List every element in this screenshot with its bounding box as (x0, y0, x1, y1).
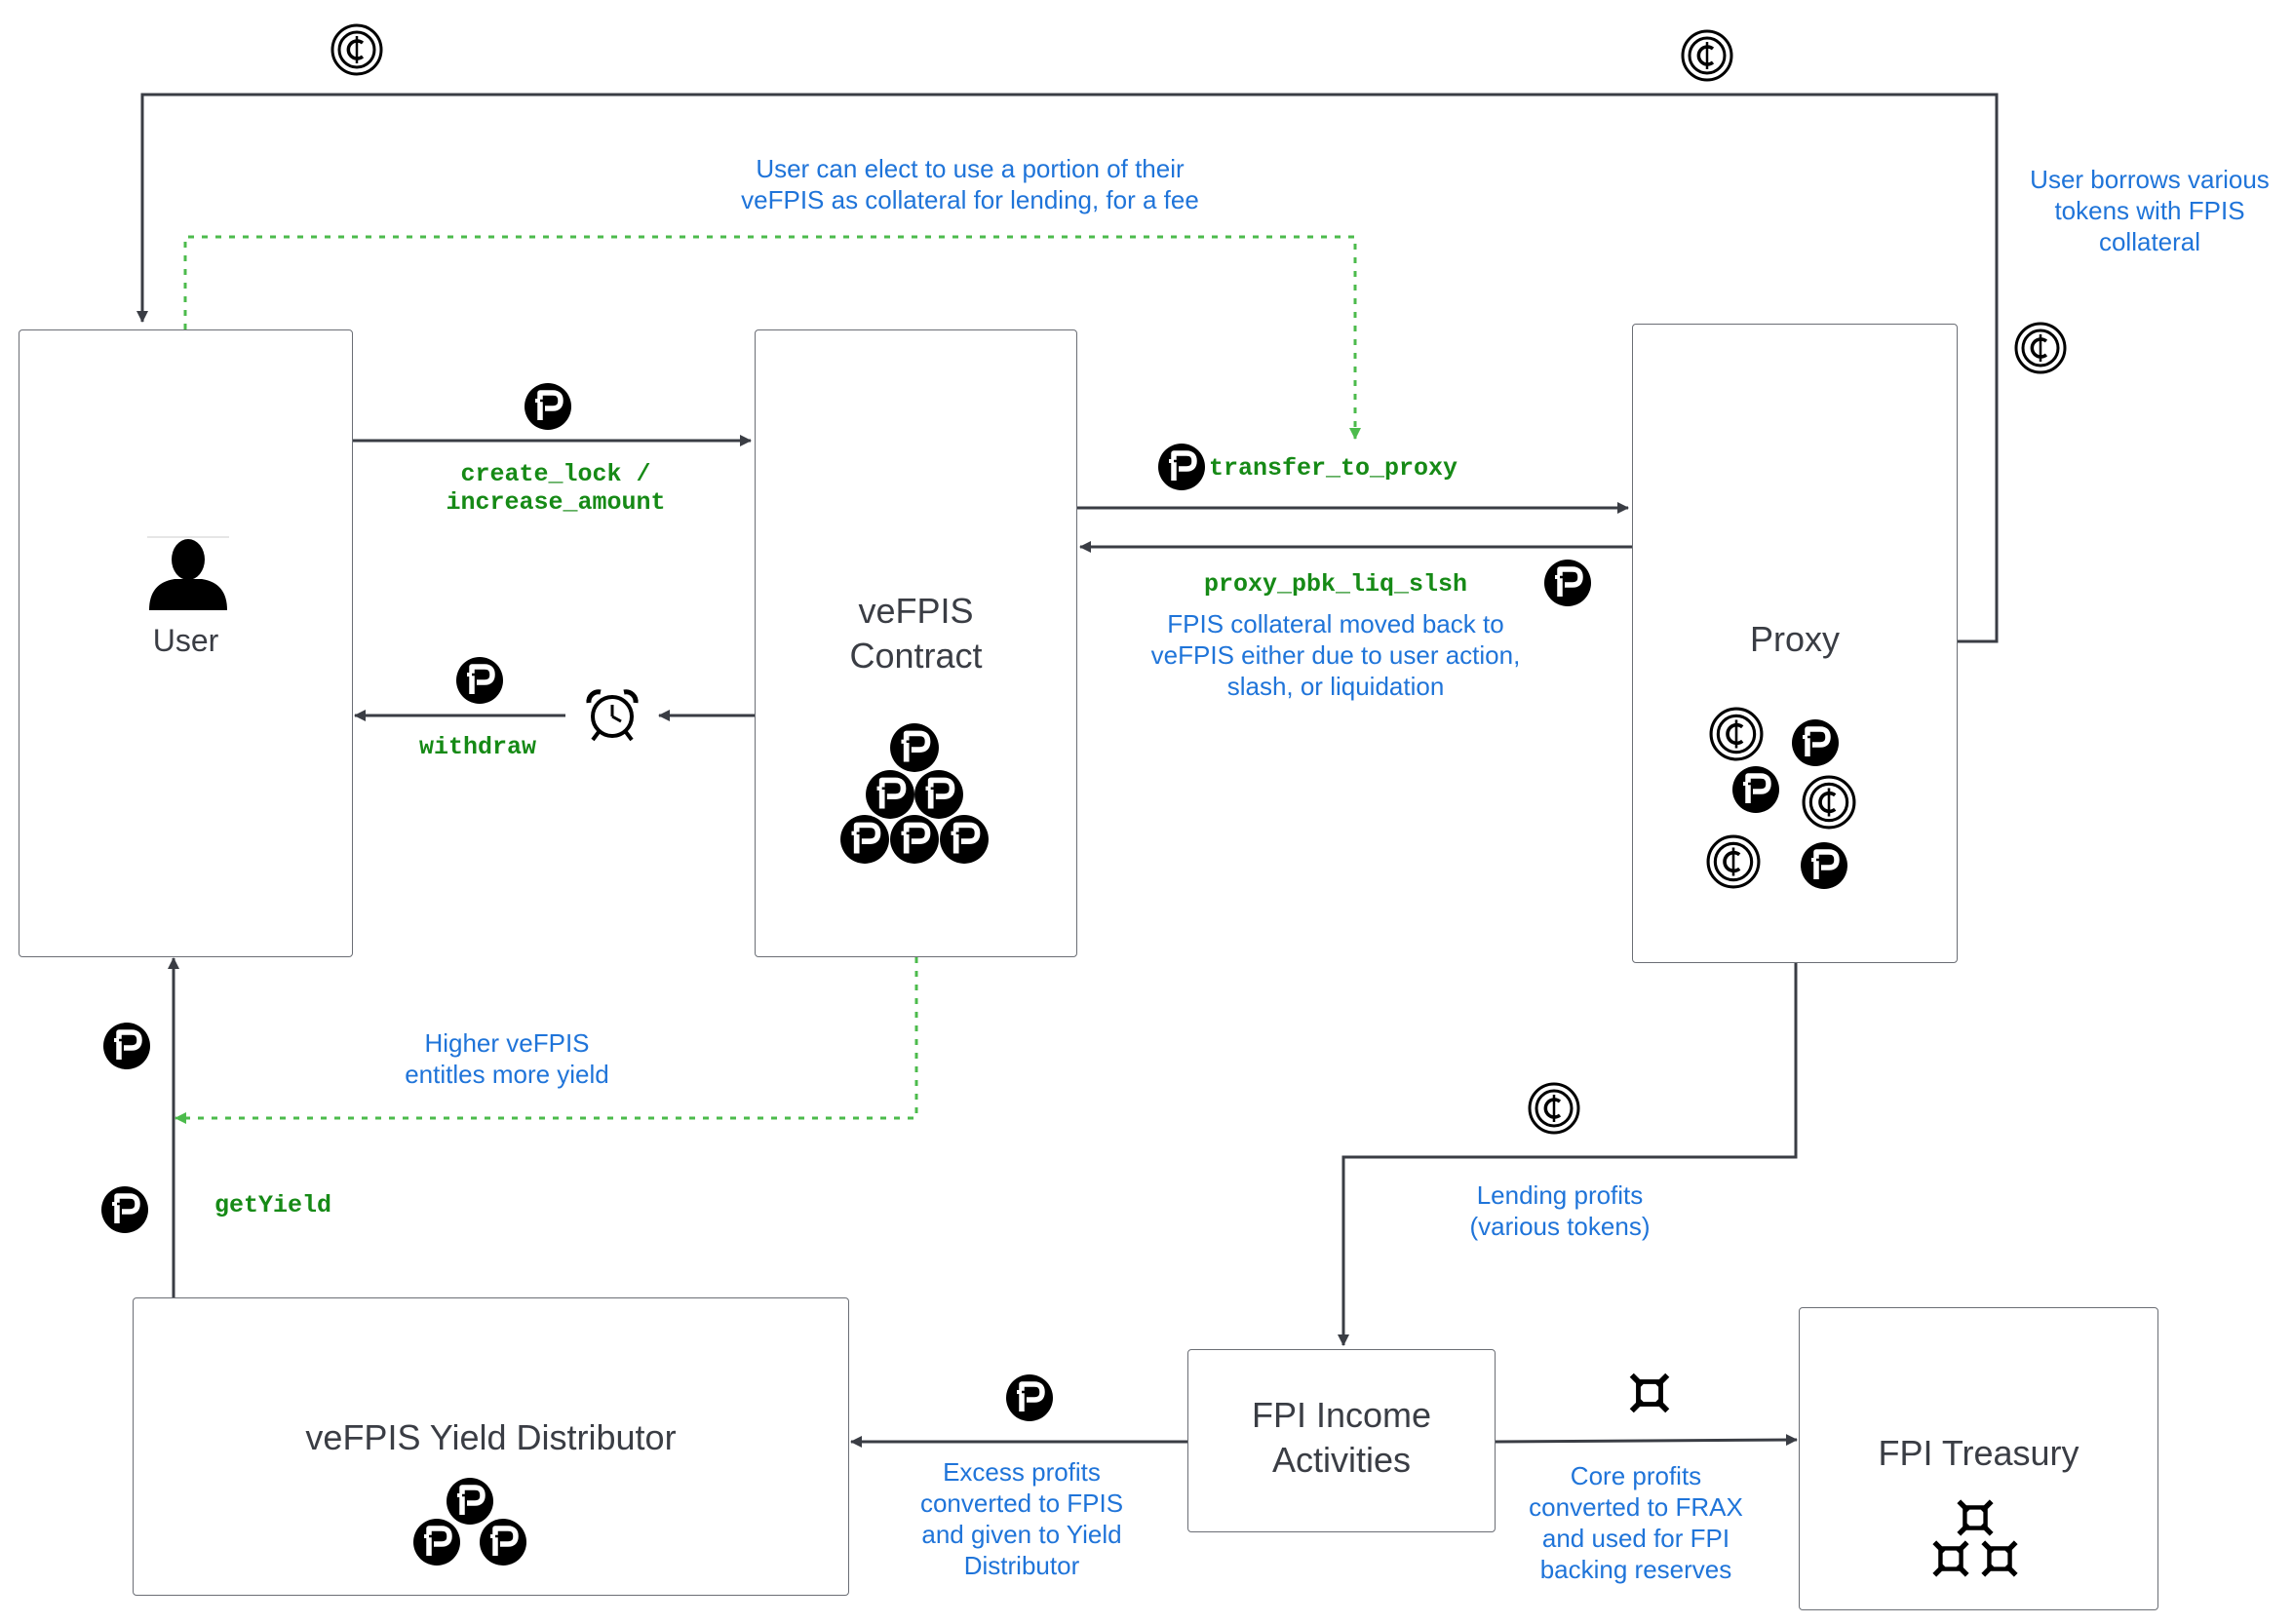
proxy-label: Proxy (1749, 619, 1841, 659)
fpi-treasury-label: FPI Treasury (1878, 1433, 2079, 1473)
proxy-box: Proxy (1632, 324, 1958, 963)
fpis-token-icon (456, 657, 503, 704)
fpi-income-label: FPI Income Activities (1251, 1395, 1432, 1480)
generic-token-icon (330, 23, 383, 76)
alarm-clock-icon (586, 689, 639, 742)
vefpis-contract-label: veFPIS Contract (849, 591, 983, 676)
withdraw-label: withdraw (418, 733, 537, 761)
create-lock-label: create_lock / increase_amount (446, 460, 666, 517)
fpis-token-icon (101, 1186, 148, 1233)
fpis-token-icon (1544, 560, 1591, 606)
yield-distributor-box: veFPIS Yield Distributor (133, 1297, 849, 1596)
user-box: User (19, 329, 353, 957)
fpis-token-pile-icon (837, 720, 993, 867)
yield-distributor-label: veFPIS Yield Distributor (305, 1417, 677, 1457)
fpis-token-group-icon (407, 1477, 533, 1574)
user-borrows-note: User borrows various tokens with FPIS co… (2030, 165, 2270, 256)
frax-token-icon (1632, 1375, 1667, 1411)
generic-token-icon (2014, 322, 2067, 374)
lending-profits-note: Lending profits (various tokens) (1469, 1180, 1651, 1241)
fpis-token-icon (1006, 1374, 1053, 1421)
user-label: User (152, 623, 219, 658)
excess-profits-note: Excess profits converted to FPIS and giv… (919, 1457, 1124, 1580)
collateral-dashed-wire (183, 235, 1361, 440)
higher-vefpis-note: Higher veFPIS entitles more yield (405, 1028, 609, 1089)
core-profits-note: Core profits converted to FRAX and used … (1529, 1461, 1743, 1584)
get-yield-label: getYield (214, 1191, 332, 1219)
proxy-pbk-liq-slsh-label: proxy_pbk_liq_slsh (1203, 570, 1468, 599)
fpi-treasury-box: FPI Treasury (1799, 1307, 2158, 1610)
vefpis-contract-box: veFPIS Contract (755, 329, 1077, 957)
user-person-icon (147, 536, 229, 610)
lending-profits-wire (1338, 963, 1798, 1346)
generic-token-icon (1681, 29, 1733, 82)
borrow-loop-wire (136, 93, 1999, 643)
fpis-token-icon (103, 1023, 150, 1069)
core-profits-arrow (1495, 1434, 1798, 1447)
fpi-income-box: FPI Income Activities (1187, 1349, 1496, 1532)
fpis-token-icon (525, 383, 571, 430)
fpis-token-icon (1158, 444, 1205, 490)
collateral-elect-note: User can elect to use a portion of their… (741, 154, 1199, 214)
collateral-moved-back-note: FPIS collateral moved back to veFPIS eit… (1150, 609, 1521, 701)
transfer-to-proxy-label: transfer_to_proxy (1209, 454, 1458, 483)
frax-token-group-icon (1929, 1496, 2027, 1584)
proxy-token-cluster-icon (1706, 707, 1856, 919)
generic-token-icon (1528, 1082, 1580, 1135)
